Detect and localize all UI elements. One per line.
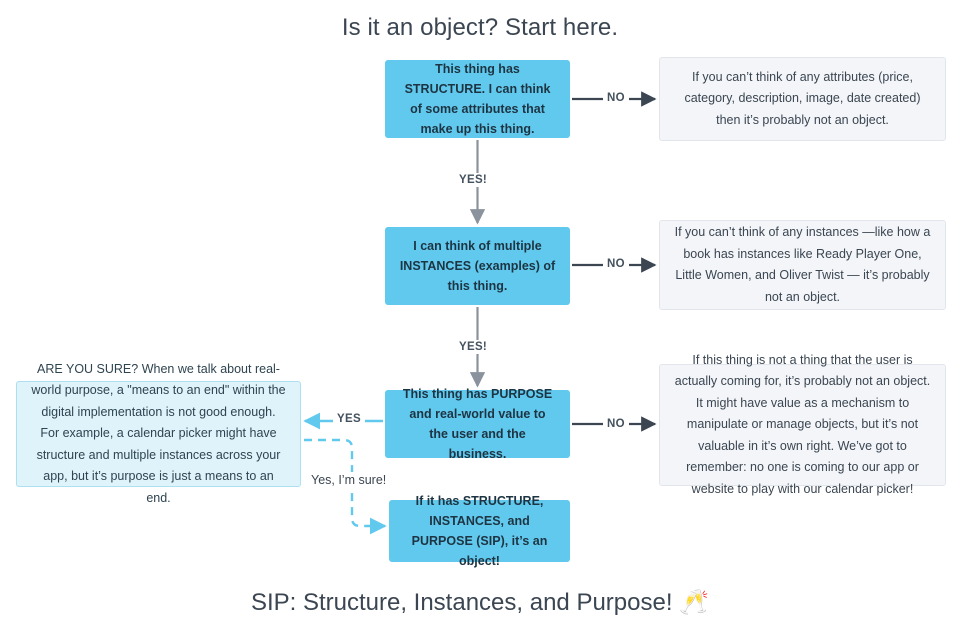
edge-label-yes-2: YES! (455, 340, 492, 354)
edge-label-yes-1: YES! (455, 173, 492, 187)
page-title: Is it an object? Start here. (341, 14, 619, 41)
edge-label-yes-sure: YES (333, 412, 365, 426)
node-purpose-text: This thing has PURPOSE and real-world va… (402, 386, 553, 462)
node-structure-text: This thing has STRUCTURE. I can think of… (404, 61, 551, 137)
node-instances[interactable]: I can think of multiple INSTANCES (examp… (385, 227, 570, 305)
node-are-you-sure-text: ARE YOU SURE? When we talk about real-wo… (31, 361, 286, 505)
node-no-purpose: If this thing is not a thing that the us… (659, 353, 946, 496)
node-no-instances-text: If you can’t think of any instances —lik… (674, 225, 931, 304)
node-instances-text: I can think of multiple INSTANCES (examp… (399, 238, 556, 294)
edge-label-no-1: NO (603, 91, 629, 105)
node-are-you-sure: ARE YOU SURE? When we talk about real-wo… (16, 362, 301, 505)
node-purpose[interactable]: This thing has PURPOSE and real-world va… (385, 387, 570, 461)
node-no-structure-text: If you can’t think of any attributes (pr… (684, 69, 921, 127)
node-sip-result[interactable]: If it has STRUCTURE, INSTANCES, and PURP… (389, 494, 570, 568)
node-sip-result-text: If it has STRUCTURE, INSTANCES, and PURP… (411, 493, 548, 569)
edge-label-im-sure: Yes, I’m sure! (307, 472, 391, 488)
page-footer: SIP: Structure, Instances, and Purpose! … (250, 589, 710, 616)
edge-label-no-3: NO (603, 417, 629, 431)
node-structure[interactable]: This thing has STRUCTURE. I can think of… (385, 60, 570, 138)
node-no-instances: If you can’t think of any instances —lik… (659, 220, 946, 310)
edge-label-no-2: NO (603, 257, 629, 271)
node-no-purpose-text: If this thing is not a thing that the us… (674, 352, 931, 496)
node-no-structure: If you can’t think of any attributes (pr… (659, 57, 946, 141)
